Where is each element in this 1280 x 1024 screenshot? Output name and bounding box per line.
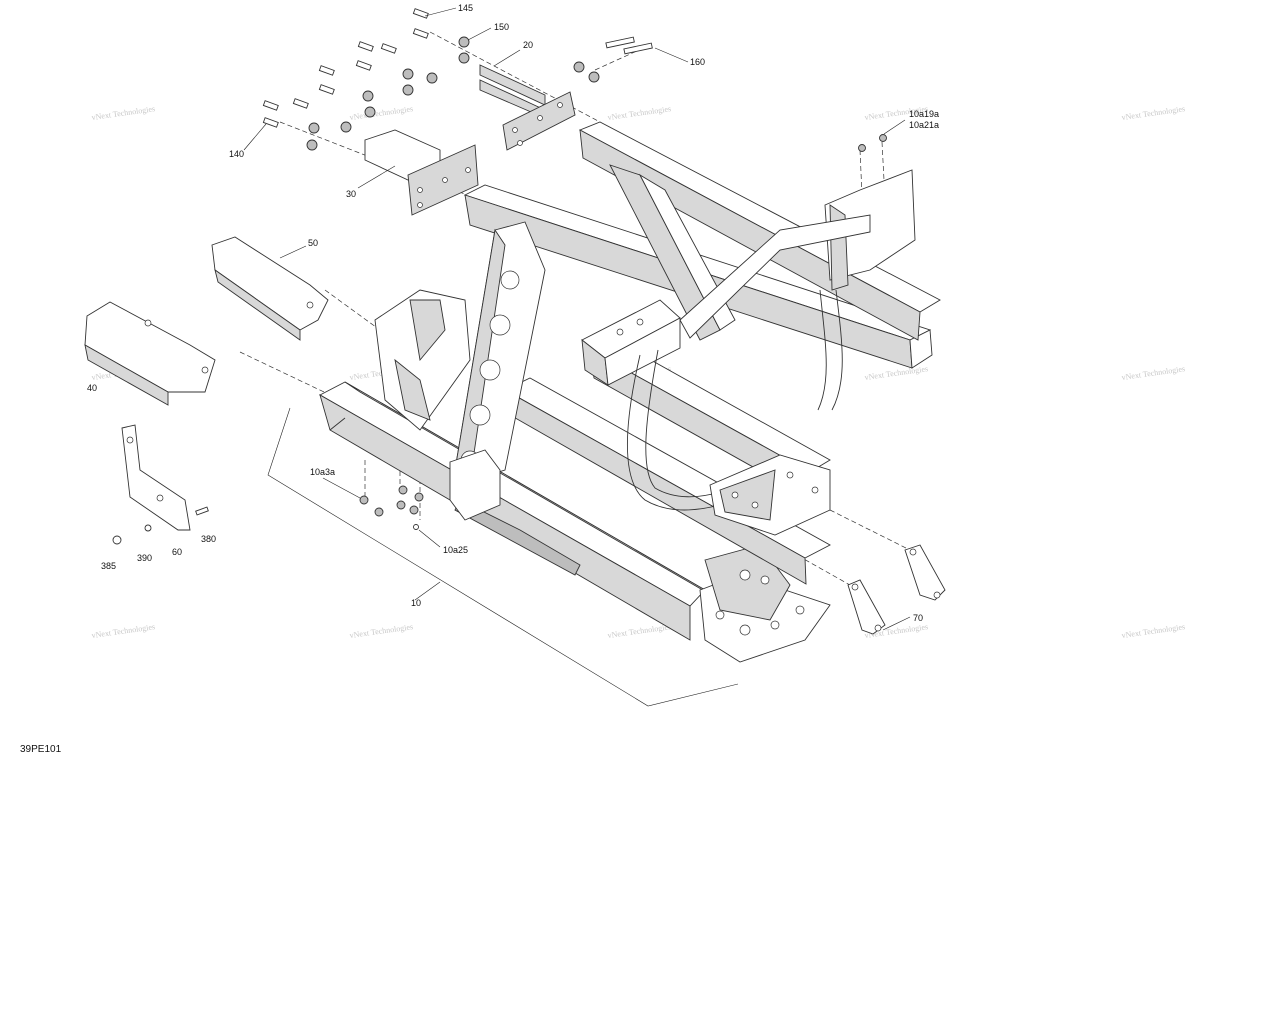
callout-50: 50 — [308, 238, 318, 248]
part-20-plate — [479, 64, 576, 151]
watermark: vNext Technologies — [607, 622, 672, 640]
callout-60: 60 — [172, 547, 182, 557]
rear-bracket-plates — [699, 544, 831, 663]
frame-assembly-bracket — [267, 407, 739, 707]
bolt-group-145 — [262, 8, 429, 128]
callout-labels: 145 150 20 160 140 30 10a19a 10a21a 50 4… — [87, 3, 939, 623]
rear-upright-frame — [609, 164, 916, 411]
watermark: vNext Technologies — [1121, 622, 1186, 640]
callout-390: 390 — [137, 553, 152, 563]
watermark: vNext Technologies — [1121, 364, 1186, 382]
callout-150: 150 — [494, 22, 509, 32]
watermark: vNext Technologies — [349, 104, 414, 122]
callout-385: 385 — [101, 561, 116, 571]
callout-10a19a: 10a19a — [909, 109, 939, 119]
fasteners — [112, 8, 887, 545]
callout-10a25: 10a25 — [443, 545, 468, 555]
watermark: vNext Technologies — [864, 364, 929, 382]
callout-10: 10 — [411, 598, 421, 608]
callout-140: 140 — [229, 149, 244, 159]
part-60-bracket — [121, 424, 191, 531]
callout-20: 20 — [523, 40, 533, 50]
part-70-plates — [847, 544, 946, 635]
front-gusset — [374, 289, 471, 431]
callout-380: 380 — [201, 534, 216, 544]
callout-160: 160 — [690, 57, 705, 67]
nut-group-150 — [306, 36, 600, 151]
callout-40: 40 — [87, 383, 97, 393]
part-30-bracket — [364, 129, 479, 216]
bolt-380 — [195, 506, 209, 516]
watermark: vNext Technologies — [1121, 104, 1186, 122]
callout-70: 70 — [913, 613, 923, 623]
nut-385 — [112, 535, 122, 545]
part-40-bracket — [84, 301, 216, 406]
callout-leaders — [243, 7, 911, 631]
front-upright-column — [449, 221, 546, 521]
callout-10a3a: 10a3a — [310, 467, 335, 477]
callout-10a21a: 10a21a — [909, 120, 939, 130]
upper-front-bracket — [581, 299, 681, 386]
watermark: vNext Technologies — [349, 622, 414, 640]
nuts-10a19a — [858, 134, 887, 152]
drawing-code: 39PE101 — [20, 744, 62, 755]
nuts-10a3a — [359, 485, 424, 517]
rear-bent-tube — [627, 349, 721, 511]
watermark: vNext Technologies — [607, 104, 672, 122]
callout-145: 145 — [458, 3, 473, 13]
watermark: vNext Technologies — [91, 104, 156, 122]
part-50-bracket — [211, 236, 329, 341]
watermark: vNext Technologies — [91, 622, 156, 640]
rear-side-brackets — [709, 454, 831, 536]
callout-30: 30 — [346, 189, 356, 199]
bolt-group-160 — [605, 36, 653, 55]
washer-390 — [144, 524, 152, 532]
screw-10a25 — [413, 524, 419, 530]
